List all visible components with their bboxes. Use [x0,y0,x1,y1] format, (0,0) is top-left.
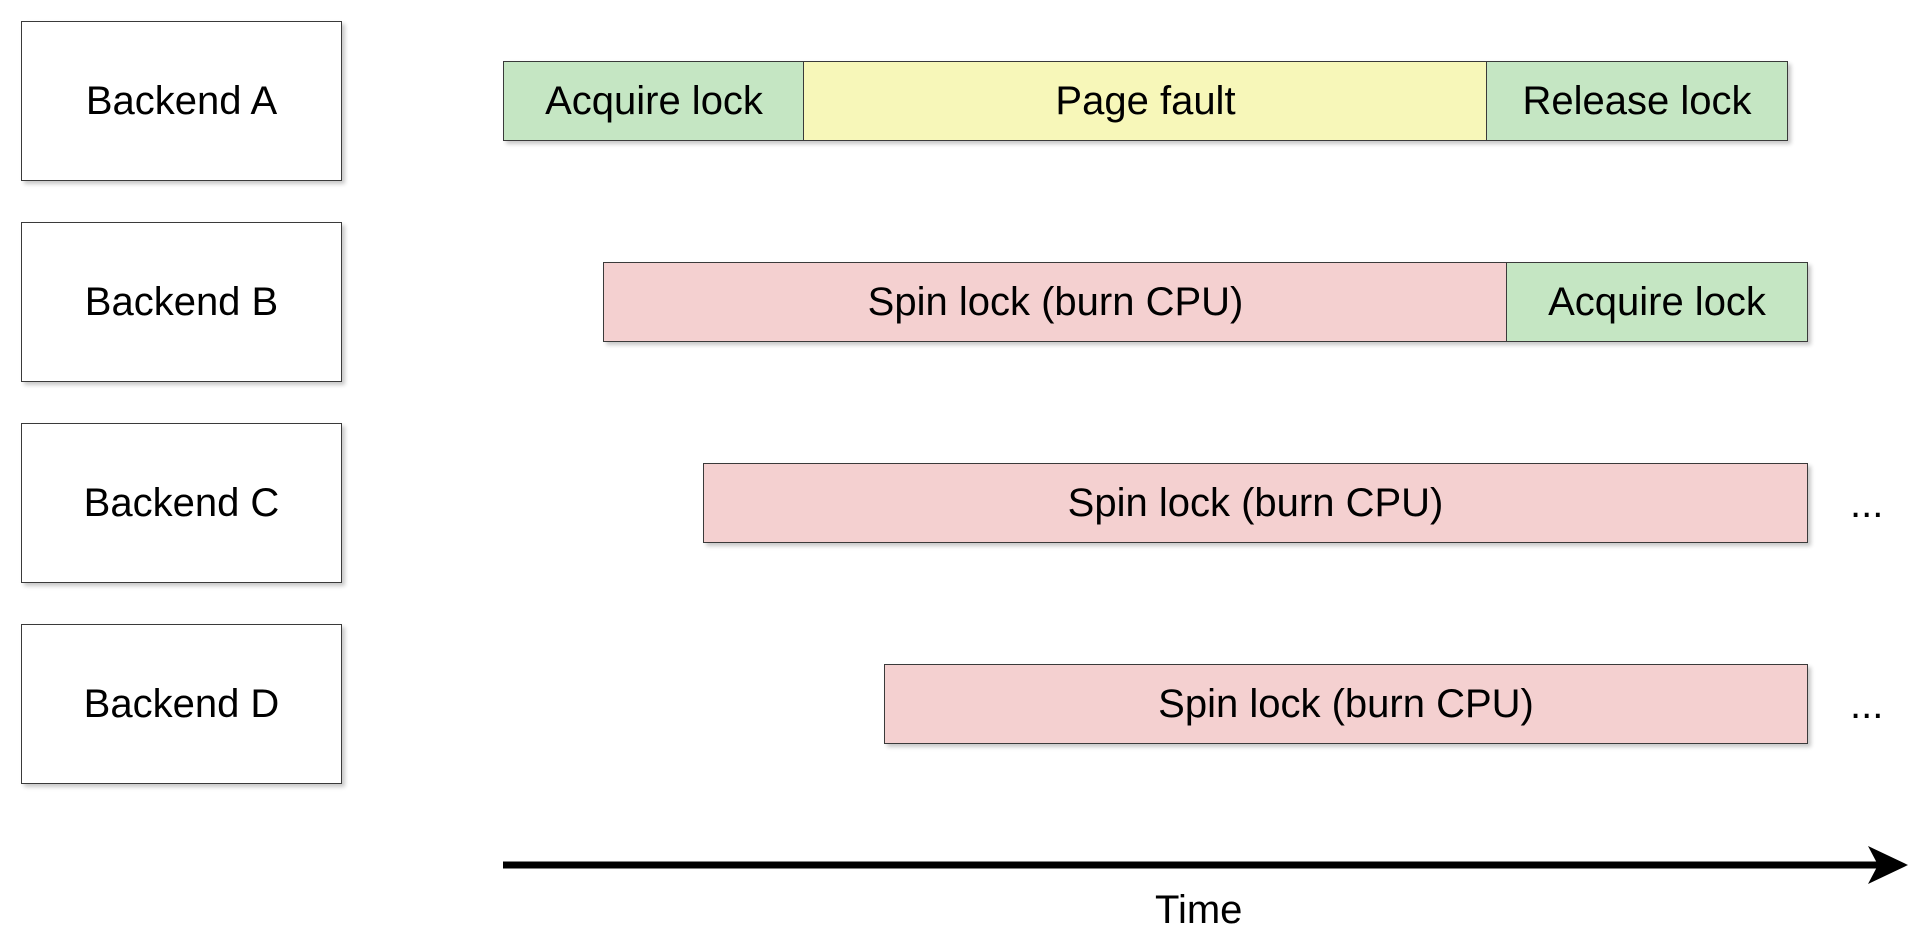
backend-d-box: Backend D [21,624,342,784]
timeline-backend-d: Spin lock (burn CPU) [884,664,1808,744]
backend-c-label: Backend C [83,480,280,525]
timeline-backend-c: Spin lock (burn CPU) [703,463,1808,543]
segment-release-lock: Release lock [1486,61,1788,141]
segment-label: Spin lock (burn CPU) [867,279,1244,324]
backend-b-box: Backend B [21,222,342,382]
backend-a-box: Backend A [21,21,342,181]
timeline-backend-a: Acquire lock Page fault Release lock [503,61,1788,141]
segment-label: Acquire lock [1548,279,1766,324]
segment-acquire-lock: Acquire lock [1506,262,1808,342]
time-axis-arrowhead [1868,846,1908,884]
segment-label: Page fault [1055,78,1236,123]
timeline-backend-b: Spin lock (burn CPU) Acquire lock [603,262,1808,342]
segment-label: Spin lock (burn CPU) [1067,480,1444,525]
segment-page-fault: Page fault [803,61,1488,141]
time-axis-label: Time [1155,888,1243,932]
continuation-ellipsis: ... [1850,482,1884,526]
segment-label: Spin lock (burn CPU) [1158,681,1534,726]
continuation-ellipsis: ... [1850,683,1884,727]
backend-b-label: Backend B [84,279,279,324]
segment-spin-lock: Spin lock (burn CPU) [884,664,1808,744]
backend-d-label: Backend D [83,681,280,726]
segment-spin-lock: Spin lock (burn CPU) [703,463,1808,543]
segment-acquire-lock: Acquire lock [503,61,805,141]
backend-c-box: Backend C [21,423,342,583]
backend-a-label: Backend A [85,78,278,123]
segment-label: Acquire lock [545,78,763,123]
segment-label: Release lock [1522,78,1752,123]
segment-spin-lock: Spin lock (burn CPU) [603,262,1508,342]
